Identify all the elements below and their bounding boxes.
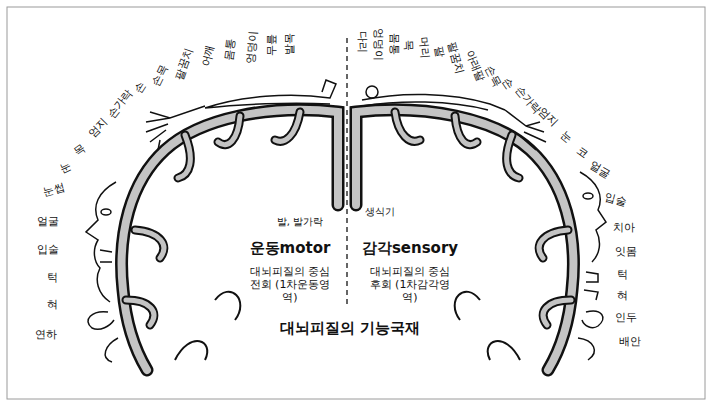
sensory-homunculus bbox=[362, 86, 606, 360]
body-part-label: 턱 bbox=[617, 268, 628, 281]
body-part-label: 치아 bbox=[613, 221, 635, 234]
body-part-label: 팔 bbox=[432, 45, 447, 58]
region-label: 감각sensory bbox=[362, 239, 458, 257]
body-part-label: 얼굴 bbox=[37, 215, 59, 228]
body-part-label: 손목 bbox=[149, 63, 170, 89]
body-part-label: 머리 bbox=[416, 36, 431, 59]
body-part-label: 혀 bbox=[47, 298, 58, 311]
body-part-label: 엄지 bbox=[86, 116, 111, 141]
body-part-label: 입술 bbox=[37, 243, 59, 256]
region-label: 대뇌피질의 중심전회 (1차운동영역) bbox=[248, 265, 332, 305]
body-part-label: 인두 bbox=[615, 311, 637, 324]
midline bbox=[346, 38, 348, 305]
body-part-label: 눈 bbox=[58, 160, 74, 177]
diagram-title: 대뇌피질의 기능국재 bbox=[280, 319, 420, 337]
body-part-label: 아래팔 bbox=[463, 48, 488, 84]
body-part-label: 몸통 bbox=[222, 38, 238, 62]
body-part-label: 다리 bbox=[355, 31, 368, 53]
region-label: 발, 발가락 bbox=[277, 216, 323, 228]
body-part-label: 목 bbox=[402, 39, 416, 50]
body-part-label: 연하 bbox=[35, 328, 57, 341]
region-label: 운동motor bbox=[250, 239, 331, 257]
body-part-label: 엄지 bbox=[536, 105, 561, 130]
body-part-label: 팔꿈치 bbox=[445, 40, 466, 75]
body-part-label: 엉덩이 bbox=[371, 28, 384, 61]
body-part-label: 배안 bbox=[619, 335, 641, 348]
region-label: 대뇌피질의 중심후회 (1차감각영역) bbox=[368, 265, 452, 305]
body-part-label: 몸통 bbox=[387, 33, 400, 55]
body-part-label: 얼굴 bbox=[587, 159, 613, 181]
body-part-label: 발목 bbox=[283, 33, 296, 55]
body-part-label: 손가락 bbox=[105, 87, 136, 121]
body-part-label: 잇몸 bbox=[615, 245, 637, 258]
body-part-label: 엉덩이 bbox=[244, 30, 259, 64]
region-label: 생식기 bbox=[365, 206, 395, 218]
body-part-label: 혀 bbox=[617, 289, 628, 302]
body-part-label: 목 bbox=[72, 141, 89, 158]
body-part-label: 턱 bbox=[47, 271, 58, 284]
body-part-label: 무릎 bbox=[265, 34, 278, 56]
body-part-label: 눈 bbox=[558, 128, 575, 145]
body-part-label: 입술 bbox=[604, 191, 629, 209]
body-part-label: 코 bbox=[574, 143, 591, 160]
frame bbox=[7, 7, 705, 399]
body-part-label: 팔꿈치 bbox=[172, 46, 196, 82]
body-part-label: 눈썹 bbox=[42, 181, 67, 199]
body-part-label: 어깨 bbox=[199, 44, 217, 69]
